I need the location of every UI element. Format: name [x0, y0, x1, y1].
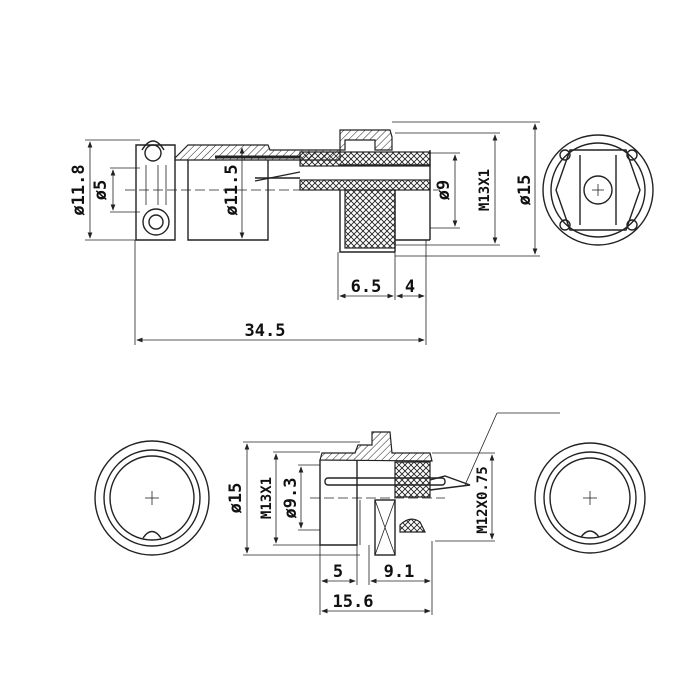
dim-diameter-11-8: ø11.8 [69, 164, 89, 215]
dim-diameter-9: ø9 [434, 180, 454, 200]
dim-diameter-9-3: ø9.3 [281, 478, 301, 519]
socket-front-view [94, 440, 210, 556]
bottom-dimension-lines [243, 412, 560, 615]
dim-length-9-1: 9.1 [384, 562, 415, 582]
socket-side-view [310, 431, 471, 556]
dim-diameter-15: ø15 [515, 175, 535, 206]
dim-length-4: 4 [405, 277, 415, 297]
plug-end-view [542, 134, 654, 246]
dim-diameter-15-socket: ø15 [226, 483, 246, 514]
dim-thread-m12x0-75: M12X0.75 [475, 466, 491, 533]
dim-diameter-5: ø5 [91, 180, 111, 200]
dim-length-6-5: 6.5 [351, 277, 382, 297]
top-dimension-lines [85, 121, 540, 345]
dim-length-15-6: 15.6 [333, 592, 374, 612]
socket-rear-view [534, 442, 646, 554]
dim-thread-m13x1-socket: M13X1 [259, 477, 275, 519]
dim-length-5: 5 [333, 562, 343, 582]
dim-diameter-11-5: ø11.5 [222, 164, 242, 215]
dim-length-34-5: 34.5 [245, 321, 286, 341]
dim-thread-m13x1: M13X1 [477, 169, 493, 211]
plug-side-view [125, 129, 440, 253]
